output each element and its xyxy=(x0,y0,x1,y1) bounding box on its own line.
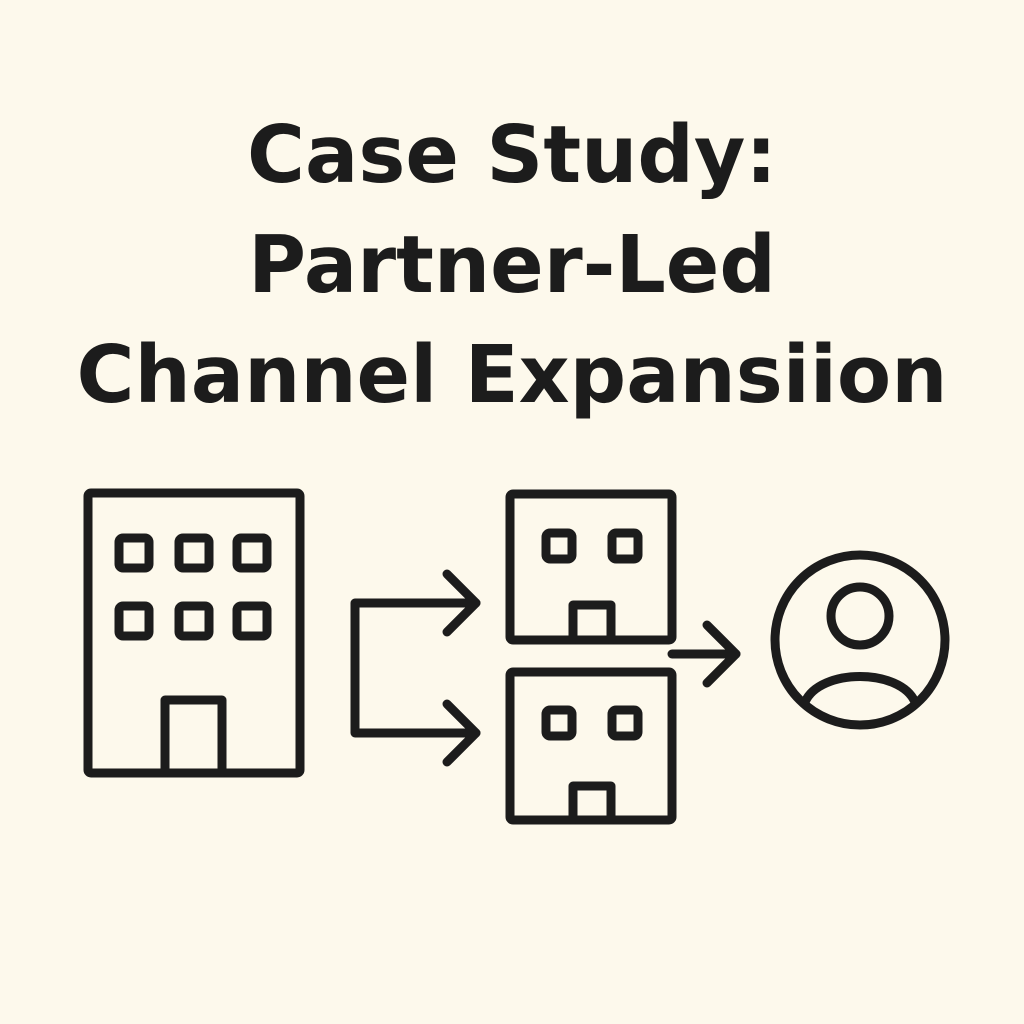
partner-building-icon xyxy=(505,667,677,825)
title-line-3: Channel Expansiion xyxy=(76,329,948,421)
title-line-1: Case Study: xyxy=(247,109,777,201)
partner-building-icon xyxy=(505,489,677,645)
arrow-right-icon xyxy=(667,620,741,688)
page-title: Case Study: Partner-Led Channel Expansii… xyxy=(0,100,1024,430)
company-building-icon xyxy=(83,488,305,778)
title-line-2: Partner-Led xyxy=(248,219,776,311)
customer-user-icon xyxy=(770,550,950,730)
branch-arrow-icon xyxy=(350,569,481,767)
